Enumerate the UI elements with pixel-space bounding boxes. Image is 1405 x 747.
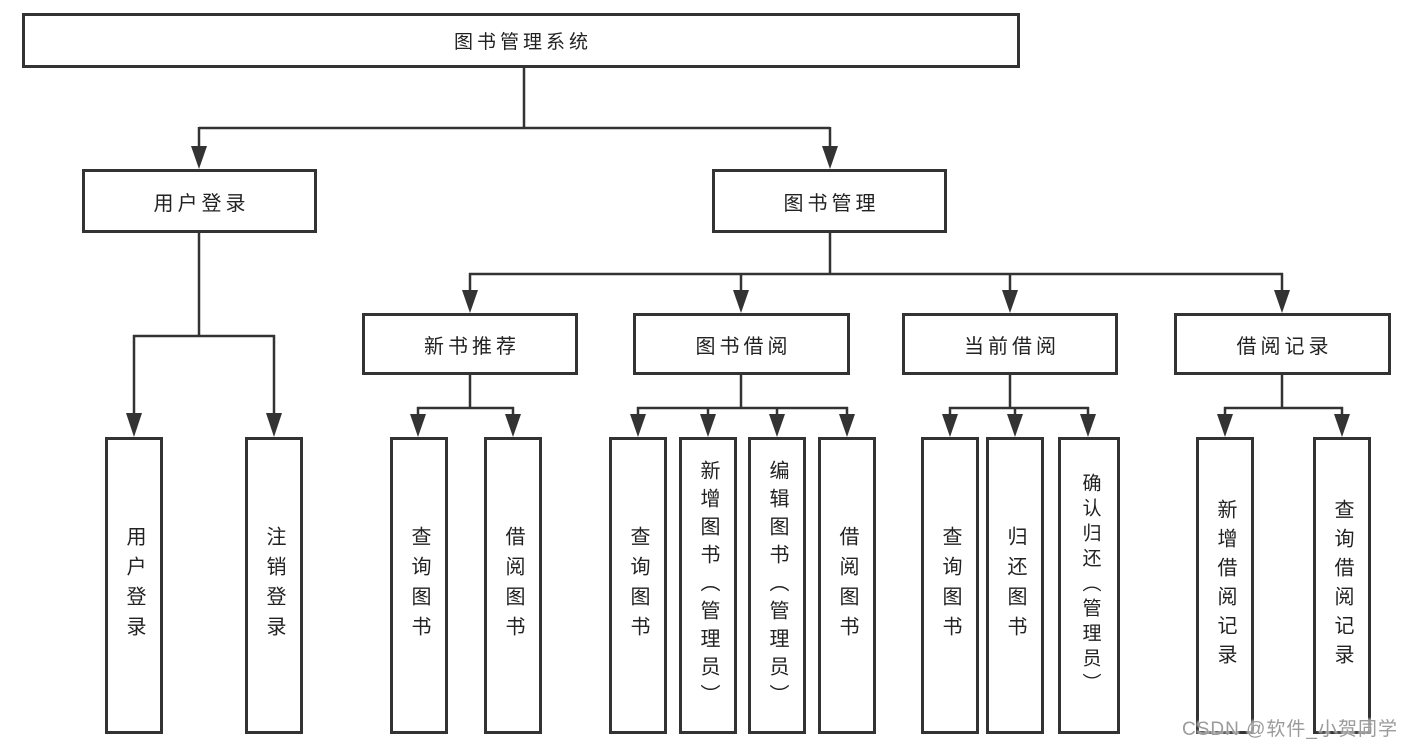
node-book-borrow: 图书借阅: [633, 313, 850, 375]
leaf-borrow-add-book-admin: 新增图书（管理员）: [679, 437, 737, 734]
connector-root-to-level2: [191, 68, 838, 169]
node-book-management: 图书管理: [712, 169, 947, 233]
watermark-csdn: CSDN @软件_小贺同学: [1182, 719, 1398, 740]
leaf-borrow-query-book: 查询图书: [609, 437, 667, 734]
node-current-borrow: 当前借阅: [902, 313, 1118, 375]
leaf-current-query-book: 查询图书: [921, 437, 979, 734]
node-library-management-system: 图书管理系统: [22, 13, 1020, 68]
leaf-current-return-book: 归还图书: [986, 437, 1044, 734]
connector-new-book-recommend-to-leaves: [410, 375, 521, 437]
leaf-recommend-borrow-book: 借阅图书: [484, 437, 542, 734]
connector-book-borrow-to-leaves: [630, 375, 855, 437]
leaf-borrow-edit-book-admin: 编辑图书（管理员）: [748, 437, 806, 734]
connector-borrow-records-to-leaves: [1217, 375, 1350, 437]
leaf-recommend-query-book: 查询图书: [390, 437, 448, 734]
connector-user-login-to-leaves: [126, 233, 282, 437]
connector-current-borrow-to-leaves: [942, 375, 1096, 437]
node-new-book-recommend: 新书推荐: [362, 313, 578, 375]
node-borrow-records: 借阅记录: [1174, 313, 1391, 375]
leaf-logout-login: 注销登录: [245, 437, 303, 734]
node-user-login-group: 用户登录: [82, 169, 317, 233]
leaf-user-login: 用户登录: [105, 437, 163, 734]
leaf-records-add-record: 新增借阅记录: [1196, 437, 1254, 734]
leaf-current-confirm-return-admin: 确认归还（管理员）: [1058, 437, 1120, 734]
leaf-records-query-record: 查询借阅记录: [1313, 437, 1371, 734]
leaf-borrow-borrow-book: 借阅图书: [818, 437, 876, 734]
connector-book-management-to-level3: [462, 233, 1290, 313]
